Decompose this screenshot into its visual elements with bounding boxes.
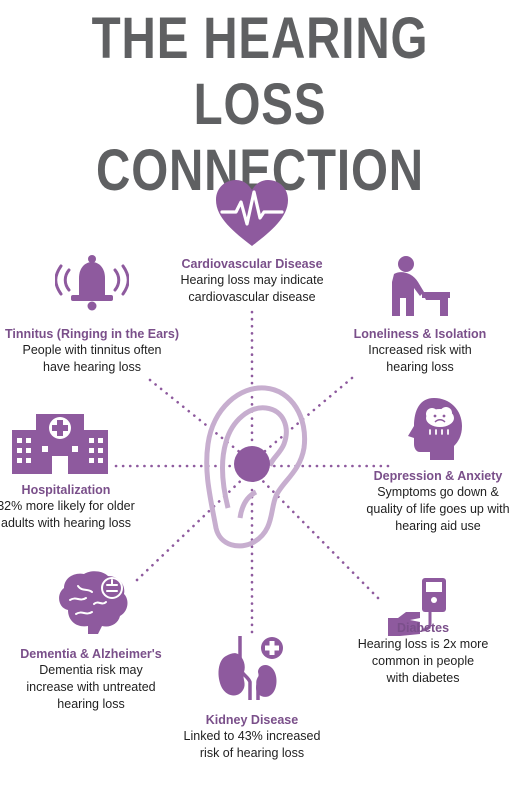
glucose-meter-icon (388, 578, 446, 636)
connector-diabetes (250, 468, 380, 600)
node-dementia-desc-3: hearing loss (57, 697, 125, 711)
title-line-1: THE HEARING LOSS (91, 6, 429, 137)
node-cardiovascular-desc-1: Hearing loss may indicate (180, 273, 324, 287)
node-loneliness-title: Loneliness & Isolation (353, 327, 487, 341)
node-diabetes-title: Diabetes (396, 621, 450, 635)
node-diabetes: Diabetes Hearing loss is 2x more common … (330, 620, 516, 687)
node-cardiovascular-title: Cardiovascular Disease (181, 257, 323, 271)
node-hospitalization-title: Hospitalization (21, 483, 111, 497)
node-dementia-title: Dementia & Alzheimer's (20, 647, 162, 661)
ear-icon (204, 385, 308, 549)
node-dementia: Dementia & Alzheimer's Dementia risk may… (0, 646, 182, 713)
brain-icon (59, 571, 128, 634)
node-kidney-title: Kidney Disease (205, 713, 299, 727)
node-depression-desc-2: quality of life goes up with (366, 502, 510, 516)
node-cardiovascular-desc-2: cardiovascular disease (188, 290, 316, 304)
page-title: THE HEARING LOSS CONNECTION (47, 6, 473, 204)
hospital-icon (12, 414, 108, 474)
node-depression-desc-3: hearing aid use (395, 519, 481, 533)
node-loneliness-desc-2: hearing loss (386, 360, 454, 374)
sad-person-icon (392, 256, 450, 316)
node-diabetes-desc-1: Hearing loss is 2x more (357, 637, 489, 651)
node-diabetes-desc-2: common in people (371, 654, 475, 668)
node-loneliness-desc-1: Increased risk with (368, 343, 472, 357)
node-tinnitus: Tinnitus (Ringing in the Ears) People wi… (0, 326, 184, 376)
node-depression-title: Depression & Anxiety (373, 469, 503, 483)
node-depression: Depression & Anxiety Symptoms go down & … (354, 468, 520, 535)
node-depression-desc-1: Symptoms go down & (377, 485, 499, 499)
node-kidney: Kidney Disease Linked to 43% increased r… (150, 712, 354, 762)
head-raincloud-icon (408, 398, 462, 460)
node-dementia-desc-2: increase with untreated (26, 680, 156, 694)
node-tinnitus-desc-1: People with tinnitus often (22, 343, 162, 357)
node-loneliness: Loneliness & Isolation Increased risk wi… (330, 326, 510, 376)
bell-ringing-icon (55, 255, 129, 311)
node-diabetes-desc-3: with diabetes (386, 671, 460, 685)
heart-pulse-icon (216, 180, 288, 246)
node-hospitalization: Hospitalization 32% more likely for olde… (0, 482, 146, 532)
node-hospitalization-desc-2: adults with hearing loss (1, 516, 131, 530)
node-hospitalization-desc-1: 32% more likely for older (0, 499, 135, 513)
node-cardiovascular: Cardiovascular Disease Hearing loss may … (140, 256, 364, 306)
node-tinnitus-desc-2: have hearing loss (43, 360, 141, 374)
kidney-icon (218, 636, 283, 700)
node-tinnitus-title: Tinnitus (Ringing in the Ears) (4, 327, 180, 341)
ear-canal-dot (234, 446, 270, 482)
connector-tinnitus (148, 378, 254, 464)
node-kidney-desc-2: risk of hearing loss (199, 746, 305, 760)
node-kidney-desc-1: Linked to 43% increased (183, 729, 321, 743)
node-dementia-desc-1: Dementia risk may (39, 663, 143, 677)
